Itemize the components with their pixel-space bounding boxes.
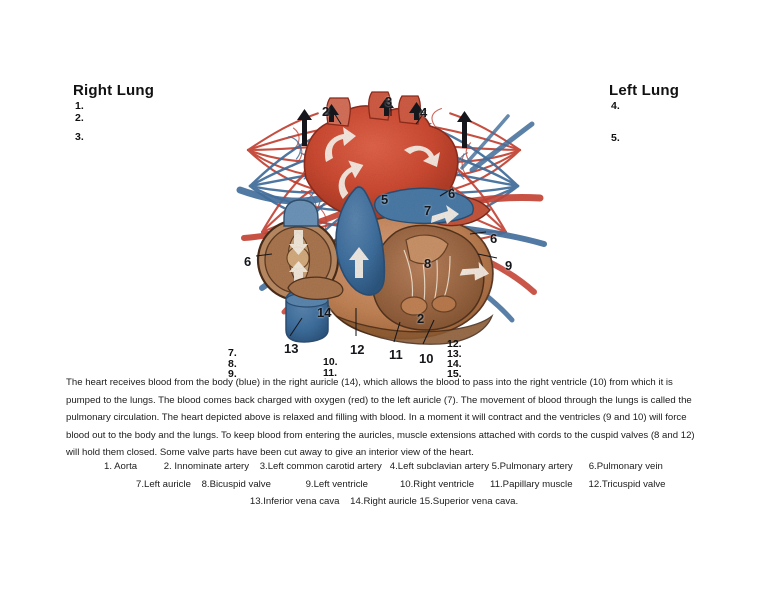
callout-13: 13	[284, 341, 299, 356]
heart-body	[256, 91, 494, 345]
legend-line-2: 7.Left auricle 8.Bicuspid valve 9.Left v…	[136, 478, 666, 490]
callout-2b: 2	[417, 311, 425, 326]
callout-6b: 6	[490, 231, 498, 246]
anatomy-svg	[236, 91, 547, 345]
lower-mid-number-column: 10. 11.	[323, 357, 338, 378]
callout-8: 8	[424, 256, 432, 271]
callout-12: 12	[350, 342, 365, 357]
number-14: 14.	[447, 358, 462, 370]
left-lung-number-column: 4. 5.	[611, 100, 620, 144]
callout-2: 2	[322, 104, 330, 119]
callout-11: 11	[389, 347, 403, 362]
number-10: 10.	[323, 356, 338, 368]
heart-lungs-illustration	[236, 91, 547, 345]
leader-lines	[255, 100, 498, 345]
callout-7: 7	[424, 203, 432, 218]
right-lung-title: Right Lung	[73, 82, 155, 99]
number-3: 3.	[75, 131, 84, 143]
number-11: 11.	[323, 366, 338, 379]
right-lung-number-column: 1. 2. 3.	[75, 100, 84, 144]
callout-4: 4	[420, 105, 428, 120]
description-paragraph: The heart receives blood from the body (…	[66, 377, 695, 459]
callout-9: 9	[505, 258, 513, 273]
lower-right-number-column: 12. 13. 14. 15.	[447, 338, 462, 380]
callout-14: 14	[317, 305, 332, 320]
number-13: 13.	[447, 348, 462, 360]
number-12: 12.	[447, 338, 462, 350]
number-8: 8.	[228, 357, 237, 370]
callout-6c: 6	[244, 254, 252, 269]
callout-5: 5	[381, 192, 389, 207]
flow-arrows-white	[324, 127, 490, 281]
number-9: 9.	[228, 368, 237, 380]
legend-line-1: 1. Aorta 2. Innominate artery 3.Left com…	[104, 461, 663, 472]
legend-line-3: 13.Inferior vena cava 14.Right auricle 1…	[249, 496, 519, 508]
number-15: 15.	[447, 368, 462, 380]
callout-3: 3	[385, 94, 393, 109]
numbered-legend: 1. Aorta 2. Innominate artery 3.Left com…	[66, 458, 702, 511]
number-7: 7.	[228, 347, 237, 359]
number-2: 2.	[75, 111, 84, 124]
number-5: 5.	[611, 131, 620, 144]
callout-6a: 6	[448, 186, 456, 201]
number-1: 1.	[75, 100, 84, 112]
callout-10: 10	[419, 351, 434, 366]
direction-arrows	[297, 97, 472, 148]
lower-left-number-column: 7. 8. 9.	[228, 348, 237, 380]
number-4: 4.	[611, 100, 620, 112]
left-lung-title: Left Lung	[609, 82, 680, 99]
